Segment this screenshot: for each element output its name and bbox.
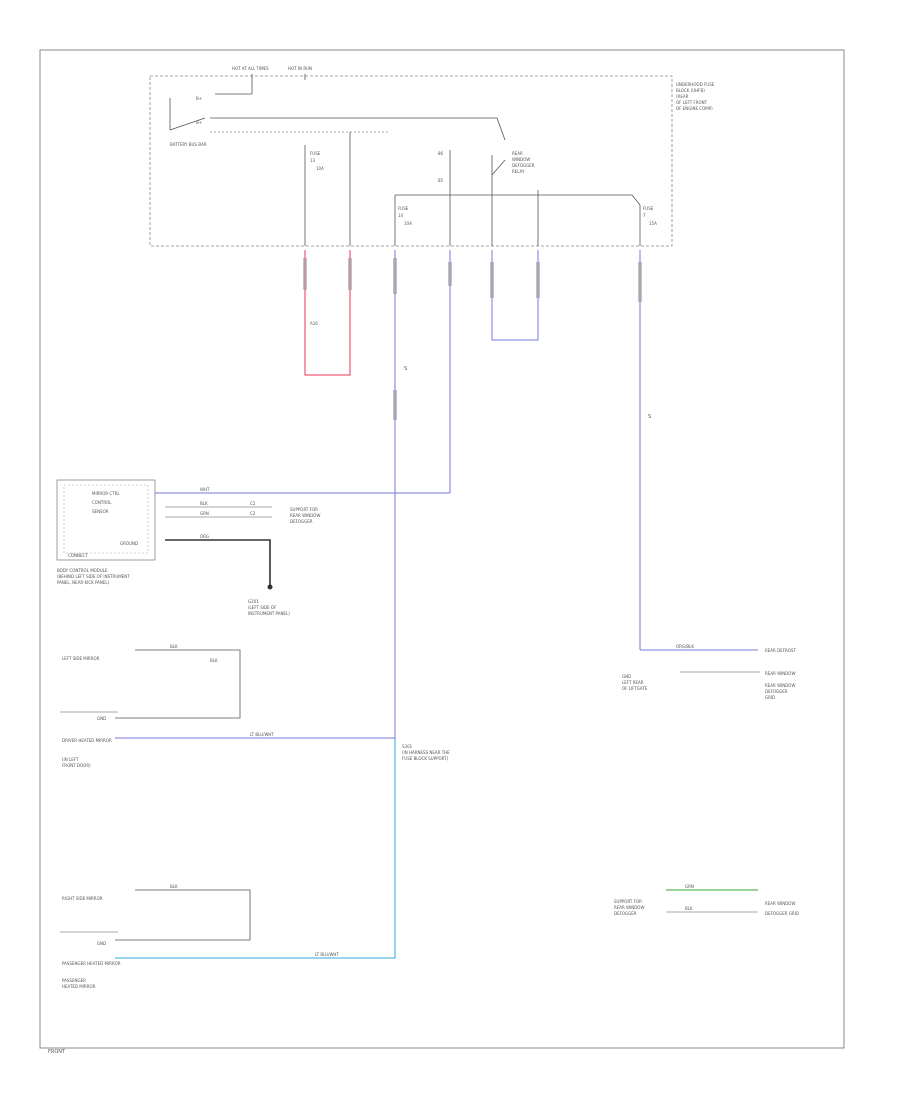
fuse-block-title-5: OF ENGINE COMP): [676, 106, 713, 111]
fuse-c-rating: 15A: [649, 221, 657, 226]
bcm-wire-4: ORG: [200, 534, 209, 539]
blue-loop-wire: [491, 250, 539, 341]
right-mirror-label: RIGHT SIDE MIRROR: [62, 896, 103, 901]
bcm-ground-wire: [165, 539, 271, 585]
right-mirror-sub-2: HEATED MIRROR: [62, 984, 96, 989]
fuse-a-label: FUSE: [310, 151, 321, 156]
svg-text:ORG/BLK: ORG/BLK: [676, 644, 694, 649]
harness-label-1: A16: [310, 321, 318, 326]
bcm-ground-3: INSTRUMENT PANEL): [248, 611, 290, 616]
fuse-b-rating: 10A: [404, 221, 412, 226]
svg-text:BLK: BLK: [210, 658, 218, 663]
liftgate-right-2: DEFOGGER GRID: [765, 911, 799, 916]
bcm-side-note-3: DEFOGGER: [290, 519, 313, 524]
fuse-block-outline: [149, 75, 673, 247]
liftgate-name-2: REAR WINDOW: [614, 905, 644, 910]
rear-window-defogger: ORG/BLK REAR DEFROST REAR WINDOW REAR WI…: [622, 644, 796, 700]
bus-label-a: B+: [196, 96, 202, 101]
svg-text:LT BLU/WHT: LT BLU/WHT: [315, 952, 339, 957]
svg-text:C2: C2: [250, 501, 256, 506]
bcm-side-note-2: REAR WINDOW: [290, 513, 320, 518]
bus-label-b: B+: [196, 120, 202, 125]
bcm-pin-1: MIRROR CTRL: [92, 491, 120, 496]
liftgate-name-3: DEFOGGER: [614, 911, 637, 916]
right-mirror-name: PASSENGER HEATED MIRROR: [62, 961, 121, 966]
relay-label-4: RELAY: [512, 169, 525, 174]
svg-text:BLK: BLK: [170, 884, 178, 889]
svg-text:85: 85: [438, 178, 444, 183]
diagram-frame: [39, 49, 845, 1049]
left-mirror-ground: GND: [97, 716, 106, 721]
fuse-a-number: 13: [310, 158, 316, 163]
red-loop-wire: [304, 250, 351, 376]
left-mirror-name: DRIVER HEATED MIRROR: [62, 738, 112, 743]
left-mirror-sub-2: FRONT DOOR): [62, 763, 91, 768]
svg-text:86: 86: [438, 151, 444, 156]
fuse-b-number: 14: [398, 213, 404, 218]
fuse-block-title-1: UNDERHOOD FUSE: [676, 82, 715, 87]
bcm-side-note-1: SUPPORT FOR: [290, 507, 318, 512]
defogger-sub-2: LEFT REAR: [622, 680, 644, 685]
bcm-pin-3: SENSOR: [92, 509, 109, 514]
left-mirror-sub-1: (IN LEFT: [62, 757, 79, 762]
fuse-b-label: FUSE: [398, 206, 409, 211]
bcm-wire-3: GRN: [200, 511, 209, 516]
relay-label-2: WINDOW: [512, 157, 530, 162]
defogger-sub-3: OF LIFTGATE: [622, 686, 648, 691]
fuse-top-label-b: HOT IN RUN: [288, 66, 312, 71]
svg-text:C2: C2: [250, 511, 256, 516]
defogger-name-3: GRID: [765, 695, 775, 700]
fuse-block-title-2: BLOCK (UHFB): [676, 88, 705, 93]
bcm-sublabel-2: PANEL, NEAR KICK PANEL): [57, 580, 110, 585]
bcm-local-label: CONNECT: [68, 553, 88, 558]
body-control-module: MIRROR CTRL CONTROL SENSOR GROUND CONNEC…: [56, 479, 450, 616]
left-mirror-label: LEFT SIDE MIRROR: [62, 656, 100, 661]
left-splice-note-1: S301: [402, 744, 413, 749]
fuse-block-wires: A16 S S: [303, 250, 651, 740]
defogger-label-top: REAR DEFROST: [765, 648, 796, 653]
fuse-block-title-4: OF LEFT FRONT: [676, 100, 708, 105]
defogger-name-1: REAR WINDOW: [765, 683, 795, 688]
liftgate-wire-2: BLK: [685, 906, 693, 911]
footer-code: FRONT: [48, 1049, 66, 1055]
relay-label-1: REAR: [512, 151, 523, 156]
svg-text:LT BLU/WHT: LT BLU/WHT: [250, 732, 274, 737]
liftgate-defogger-grid: SUPPORT FOR REAR WINDOW DEFOGGER GRN BLK…: [614, 884, 799, 916]
driver-heated-mirror: LEFT SIDE MIRROR BLK BLK GND DRIVER HEAT…: [60, 644, 450, 768]
bcm-ground-1: G201: [248, 599, 259, 604]
passenger-mirror-wire: [115, 740, 396, 959]
defogger-label-bot: REAR WINDOW: [765, 671, 795, 676]
fuse-c-number: 7: [643, 213, 646, 218]
fuse-block-title-3: (REAR: [676, 94, 689, 99]
liftgate-name-1: SUPPORT FOR: [614, 899, 642, 904]
bcm-outline: [56, 479, 156, 561]
liftgate-right-1: REAR WINDOW: [765, 901, 795, 906]
left-splice-note-3: FUSE BLOCK SUPPORT): [402, 756, 449, 761]
fuse-a-rating: 10A: [316, 166, 324, 171]
right-mirror-ground: GND: [97, 941, 106, 946]
splice-label-2: S: [648, 414, 651, 420]
left-splice-note-2: (IN HARNESS NEAR THE: [402, 750, 450, 755]
underhood-fuse-block: HOT AT ALL TIMES HOT IN RUN UNDERHOOD FU…: [149, 66, 715, 247]
bcm-wire-1: WHT: [200, 487, 210, 492]
bcm-pin-2: CONTROL: [92, 500, 112, 505]
relay-label-3: DEFOGGER: [512, 163, 535, 168]
fuse-c-label: FUSE: [643, 206, 654, 211]
splice-label-1: S: [404, 366, 407, 372]
bcm-ground-2: (LEFT SIDE OF: [248, 605, 277, 610]
liftgate-wire-1: GRN: [685, 884, 694, 889]
defogger-name-2: DEFOGGER: [765, 689, 788, 694]
bcm-sublabel-1: (BEHIND LEFT SIDE OF INSTRUMENT: [57, 574, 130, 579]
passenger-heated-mirror: RIGHT SIDE MIRROR BLK GND PASSENGER HEAT…: [60, 884, 339, 989]
fuse-top-label-a: HOT AT ALL TIMES: [232, 66, 269, 71]
bcm-name: BODY CONTROL MODULE: [57, 568, 108, 573]
svg-text:BLK: BLK: [170, 644, 178, 649]
battery-bus-label: BATTERY BUS BAR: [170, 142, 207, 147]
right-mirror-sub-1: PASSENGER: [62, 978, 86, 983]
defogger-sub-1: GND: [622, 674, 631, 679]
bcm-pin-4: GROUND: [120, 541, 138, 546]
bcm-wire-2: BLK: [200, 501, 208, 506]
